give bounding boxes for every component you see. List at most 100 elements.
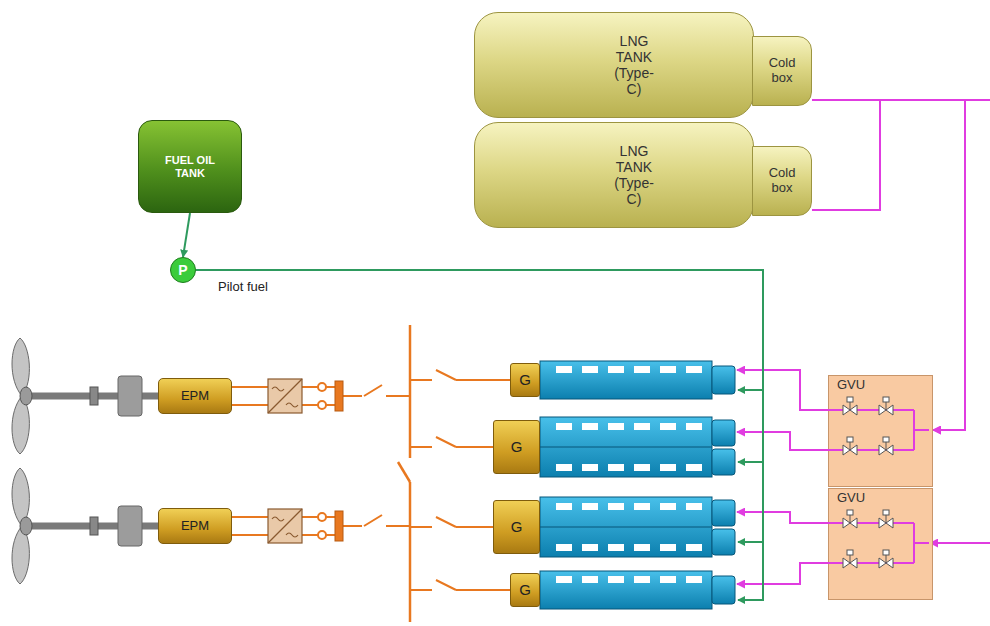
pilot-fuel-pipe bbox=[738, 541, 763, 543]
engine bbox=[634, 423, 650, 430]
engine bbox=[686, 544, 702, 551]
engine bbox=[556, 366, 702, 373]
node-text: FUEL OIL TANK bbox=[159, 154, 221, 179]
motor-box: EPM bbox=[158, 508, 232, 544]
node-text: GVU bbox=[837, 378, 865, 393]
valve-symbol bbox=[883, 397, 889, 402]
engine bbox=[608, 503, 624, 510]
generator-breaker bbox=[410, 517, 493, 527]
engine bbox=[556, 464, 572, 471]
engine bbox=[712, 449, 735, 475]
node-text: P bbox=[178, 262, 187, 278]
engine bbox=[660, 576, 676, 583]
engine bbox=[634, 544, 650, 551]
generator-breaker bbox=[410, 580, 510, 590]
frequency-converter bbox=[268, 379, 302, 413]
propulsion-feeder bbox=[318, 401, 326, 409]
engine bbox=[660, 503, 676, 510]
valve-symbol bbox=[850, 442, 851, 450]
valve-symbol bbox=[883, 550, 889, 555]
valve-symbol bbox=[879, 550, 893, 568]
frequency-converter bbox=[286, 533, 298, 537]
engine bbox=[540, 571, 712, 609]
propeller bbox=[12, 338, 158, 454]
lng-tank: LNG TANK (Type-C) bbox=[474, 122, 754, 228]
propulsion-feeder bbox=[326, 387, 335, 405]
engine bbox=[660, 544, 676, 551]
engine bbox=[556, 423, 702, 471]
gas-pipe bbox=[737, 432, 828, 450]
valve-symbol bbox=[847, 397, 853, 402]
breaker-block bbox=[335, 381, 343, 411]
gas-pipe bbox=[828, 523, 929, 563]
frequency-converter bbox=[268, 509, 302, 543]
valve-symbol bbox=[843, 397, 857, 415]
propulsion-feeder bbox=[318, 531, 326, 539]
engine bbox=[686, 366, 702, 373]
switchboard-bus bbox=[398, 462, 410, 482]
node-text: LNG TANK (Type-C) bbox=[614, 143, 654, 207]
engine bbox=[660, 464, 676, 471]
valve-symbol bbox=[883, 510, 889, 515]
motor-box: EPM bbox=[158, 378, 232, 414]
generator-box: G bbox=[510, 573, 540, 607]
engine bbox=[712, 420, 735, 446]
fuel-pipe bbox=[183, 213, 190, 257]
gas-pipe bbox=[737, 512, 828, 523]
propulsion-feeder bbox=[343, 515, 410, 526]
valve-symbol bbox=[883, 437, 889, 442]
engine bbox=[634, 366, 650, 373]
engine bbox=[712, 576, 735, 604]
node-text: G bbox=[519, 581, 531, 598]
engine bbox=[540, 447, 712, 448]
generator-box: G bbox=[510, 363, 540, 397]
generator-breaker bbox=[410, 437, 493, 447]
pump-circle: P bbox=[170, 257, 196, 283]
engine bbox=[582, 464, 598, 471]
pilot-fuel-pipe bbox=[738, 389, 763, 391]
engine bbox=[540, 361, 735, 399]
propulsion-feeder bbox=[302, 387, 318, 405]
engine bbox=[556, 503, 572, 510]
propeller bbox=[20, 517, 32, 535]
connector-layer bbox=[183, 100, 965, 430]
engine bbox=[686, 503, 702, 510]
valve-symbol bbox=[850, 402, 851, 410]
pilot-fuel-pipe bbox=[196, 270, 763, 601]
gas-pipe bbox=[828, 410, 929, 450]
valve-symbol bbox=[847, 510, 853, 515]
valve-symbol bbox=[843, 550, 857, 568]
engine bbox=[608, 544, 624, 551]
engine bbox=[686, 423, 702, 430]
valve-symbol bbox=[843, 437, 857, 455]
engine bbox=[608, 366, 624, 373]
fuel-oil-tank: FUEL OIL TANK bbox=[138, 120, 242, 213]
pipe-label: Pilot fuel bbox=[218, 279, 268, 294]
engine bbox=[608, 464, 624, 471]
engine bbox=[712, 366, 735, 394]
valve-symbol bbox=[886, 442, 887, 450]
node-text: GVU bbox=[837, 491, 865, 506]
valve-symbol bbox=[879, 510, 893, 528]
engine bbox=[660, 423, 676, 430]
engine bbox=[556, 366, 572, 373]
engine bbox=[686, 576, 702, 583]
engine bbox=[712, 529, 735, 555]
valve-symbol bbox=[850, 515, 851, 523]
propeller bbox=[20, 387, 32, 405]
propulsion-feeder bbox=[318, 383, 326, 391]
gas-valve-unit: GVU bbox=[828, 488, 933, 600]
valve-symbol bbox=[886, 402, 887, 410]
node-text: G bbox=[511, 518, 523, 535]
breaker-block bbox=[335, 511, 343, 541]
node-text: G bbox=[519, 371, 531, 388]
propulsion-feeder bbox=[232, 383, 410, 539]
engine bbox=[556, 576, 702, 583]
cold-box: Cold box bbox=[752, 146, 812, 216]
breaker-block bbox=[335, 381, 343, 541]
engine bbox=[556, 423, 572, 430]
engine bbox=[608, 423, 624, 430]
node-text: EPM bbox=[181, 519, 209, 534]
propulsion-feeder bbox=[232, 517, 268, 535]
